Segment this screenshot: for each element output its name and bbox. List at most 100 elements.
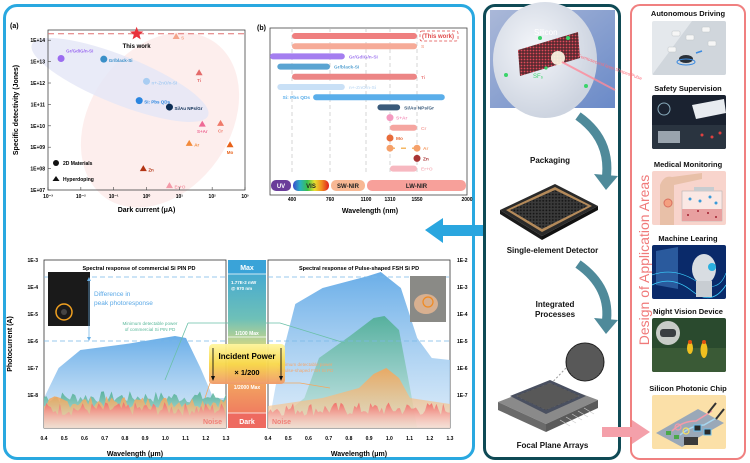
app-title-silicon-photonic-chip: Silicon Photonic Chip xyxy=(649,384,727,393)
point-marker xyxy=(413,144,421,152)
x-axis-label: Dark current (μA) xyxy=(118,207,176,214)
data-point-label: S xyxy=(181,35,184,40)
band-uv xyxy=(271,180,291,191)
chart-spectral-response: Spectral response of commercial Si PIN P… xyxy=(7,258,468,458)
incident-power-factor: × 1/200 xyxy=(234,368,259,377)
sf6-label: SF₆ xyxy=(533,74,544,80)
x-axis-label: Wavelength (nm) xyxy=(342,208,398,215)
app-title-safety-supervision: Safety Supervision xyxy=(654,84,722,93)
data-point-hyperdoping xyxy=(165,182,173,189)
range-bar xyxy=(292,73,417,80)
range-bar xyxy=(292,43,417,50)
step-focal-plane-arrays-label: Focal Plane Arrays xyxy=(516,441,589,450)
point-label: S+Ar xyxy=(396,116,407,122)
data-point-hyperdoping xyxy=(226,141,234,148)
point-label: Ar xyxy=(423,146,428,152)
medical-monitoring-image xyxy=(652,171,726,225)
data-point-label: Gr/GdIG/n-Si xyxy=(66,48,93,53)
range-bar-label: Ti xyxy=(421,75,425,81)
x-tick-label: 0.9 xyxy=(142,436,149,442)
applications-vertical-title: Design of Application Areas xyxy=(636,174,652,346)
data-point-label: Mo xyxy=(227,150,234,155)
y-tick-label: 1E-6 xyxy=(27,339,38,345)
min-detect-annotation-line1: Minimum detectable power xyxy=(123,321,178,326)
x-tick-label: 0.7 xyxy=(101,436,108,442)
x-tick-label: 2000 xyxy=(461,197,472,203)
commercial-pd-noise-area xyxy=(44,402,226,428)
data-point-label: Gr/black-Si xyxy=(109,58,133,63)
panel-label-a: (a) xyxy=(10,23,19,30)
incident-power-box xyxy=(209,344,285,384)
app-title-machine-learning: Machine Learing xyxy=(658,234,718,243)
range-bar-label: n+-ZnO/n-Si xyxy=(349,85,376,91)
step-single-element-detector-label: Single-element Detector xyxy=(506,246,599,255)
range-bar-label: Si/Au NPs/Gr xyxy=(404,105,434,111)
min-detect-connector-line xyxy=(188,322,346,344)
night-vision-image xyxy=(652,318,726,372)
x-tick-label: 0.6 xyxy=(305,436,312,442)
power-level-value-line2: @ 970 nm xyxy=(231,286,252,291)
range-bar xyxy=(377,104,401,111)
plot-frame xyxy=(269,27,468,196)
x-tick-label: 10⁻¹ xyxy=(109,194,119,200)
y-tick-label: 1E+07 xyxy=(30,188,45,194)
range-bar xyxy=(390,165,417,172)
x-tick-label: 1.2 xyxy=(202,436,209,442)
range-bar-label: Cr xyxy=(421,126,426,132)
y-tick-label: 1E+08 xyxy=(30,167,45,173)
curved-arrow-packaging-icon xyxy=(575,112,618,190)
range-bar-label: S xyxy=(421,44,425,50)
noise-label-c: Noise xyxy=(203,419,222,426)
x-tick-label: 1310 xyxy=(384,197,395,203)
step-integrated-processes-text: Integrated Processes xyxy=(534,300,576,319)
data-point-label: S+Ar xyxy=(197,129,208,134)
fsh-min-detect-line2: of Pulse-shaped FSH Si PD xyxy=(277,368,334,373)
point-marker xyxy=(413,154,421,162)
data-point-label: Ar xyxy=(194,142,199,147)
range-bar-label: Er+O xyxy=(421,167,433,173)
data-point-2d-material xyxy=(143,77,150,85)
chart-d-title: Spectral response of Pulse-shaped FSH Si… xyxy=(299,266,419,272)
machine-learning-image xyxy=(652,245,726,299)
data-point-hyperdoping xyxy=(139,165,147,172)
min-detect-connector-line-c xyxy=(164,322,189,381)
band-vis-label: VIS xyxy=(306,184,316,190)
x-tick-label: 1550 xyxy=(411,197,422,203)
single-element-detector-illustration xyxy=(500,184,598,240)
wafer-illustration: Silicon SF₆ Femtosecond laser Shaped Pul… xyxy=(490,2,643,118)
safety-supervision-image xyxy=(652,95,726,149)
data-point-label: Si/Au NPs/Gr xyxy=(174,106,202,111)
x-tick-label: 1.2 xyxy=(426,436,433,442)
arrow-head-up-icon xyxy=(87,277,91,281)
autonomous-driving-image xyxy=(652,21,726,75)
band-lw-nir xyxy=(367,180,466,191)
point-marker xyxy=(386,134,394,142)
y-tick-label: 1E+10 xyxy=(30,124,45,130)
fsh-detector-ring-icon xyxy=(422,296,434,308)
x-tick-label: 1.0 xyxy=(386,436,393,442)
x-tick-label: 0.4 xyxy=(265,436,272,442)
y-tick-label: 1E-5 xyxy=(457,339,468,345)
difference-annotation-line2: peak photoresponse xyxy=(94,300,153,307)
x-tick-label: 1.3 xyxy=(223,436,230,442)
point-marker xyxy=(386,144,394,152)
chart-c-title: Spectral response of commercial Si PIN P… xyxy=(82,266,195,272)
data-point-hyperdoping xyxy=(195,69,203,76)
x-tick-label: 1.3 xyxy=(447,436,454,442)
x-tick-label: 760 xyxy=(326,197,335,203)
y-tick-label: 1E-8 xyxy=(27,393,38,399)
curved-arrow-integration-icon xyxy=(575,260,618,334)
focal-plane-array-illustration xyxy=(498,342,605,432)
data-point-2d-material xyxy=(165,103,173,111)
range-bar-label: (This work) xyxy=(422,34,454,40)
applications-panel xyxy=(630,4,746,460)
y-tick-label: 1E+14 xyxy=(30,38,45,44)
x-tick-label: 10¹ xyxy=(176,194,184,200)
y-tick-label: 1E-3 xyxy=(457,285,468,291)
x-axis-label: Wavelength (μm) xyxy=(331,451,387,458)
band-lw-nir-label: LW-NIR xyxy=(406,184,428,190)
x-tick-label: 0.4 xyxy=(41,436,48,442)
min-detect-annotation-line2: of commercial Si PIN PD xyxy=(125,327,176,332)
y-axis-label: Specific detectivity (Jones) xyxy=(13,65,20,155)
